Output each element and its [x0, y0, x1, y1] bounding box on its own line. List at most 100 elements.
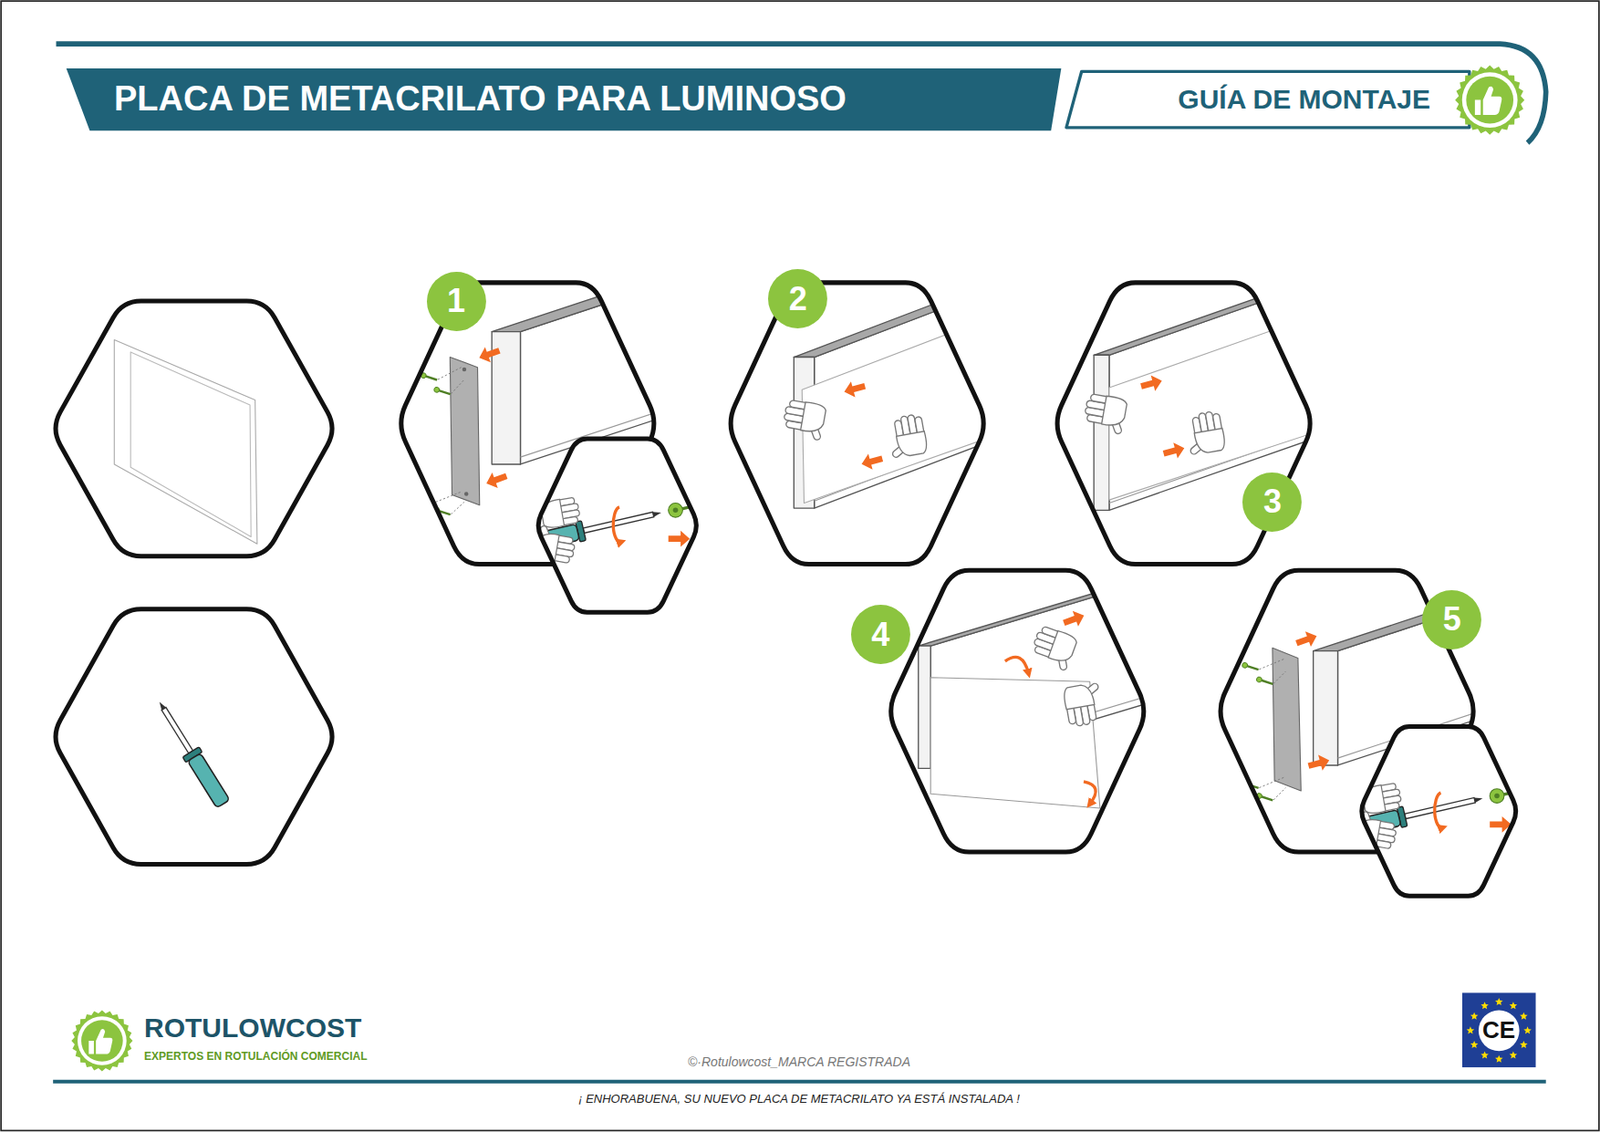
move-arrow: [668, 530, 690, 548]
step-number-text: 1: [446, 284, 466, 318]
step-circle: [426, 271, 487, 332]
step-number: 4: [851, 604, 911, 665]
eu-star: [1495, 997, 1504, 1006]
hexagon-frame: [730, 282, 984, 565]
brand-badge: [1475, 86, 1502, 115]
end-cap-plate: [1272, 647, 1301, 791]
move-arrow: [1139, 373, 1164, 395]
screwdriver: [151, 696, 232, 810]
acrylic-plate: [801, 306, 1020, 504]
brand-tagline: EXPERTOS EN ROTULACIÓN COMERCIAL: [144, 1050, 455, 1064]
step-number: 3: [1242, 472, 1302, 532]
step-number-text: 5: [1443, 602, 1462, 636]
hexagon-frame: [55, 609, 333, 865]
brand-badge: [77, 1016, 127, 1066]
acrylic-plate: [114, 340, 258, 545]
eu-star: [1509, 1050, 1518, 1059]
glove-hand: [1101, 395, 1129, 428]
brand-badge: [1465, 76, 1514, 125]
step-scene: [1057, 269, 1354, 564]
step-scene: [1355, 726, 1516, 896]
screwdriver: [161, 707, 193, 754]
ce-text: CE: [1471, 1018, 1527, 1042]
brand-badge: [1462, 72, 1518, 128]
step-circle: [1242, 472, 1302, 532]
screw: [1489, 789, 1505, 804]
glove-hand: [896, 431, 929, 458]
glove-hand: [1048, 630, 1079, 665]
title-band: [66, 68, 1062, 131]
guide-line: [1258, 659, 1284, 670]
sign-box-side: [1109, 269, 1354, 510]
footer-rule: [52, 1080, 1547, 1084]
screwdriver: [156, 700, 166, 711]
screw: [417, 494, 425, 501]
hexagon-frame: [1057, 282, 1310, 565]
header-band: [56, 43, 1547, 144]
guide-line: [1258, 777, 1284, 788]
brand-badge: [88, 1028, 113, 1055]
subtitle-panel: [1066, 71, 1470, 128]
step-illustration: [918, 569, 1186, 809]
page-title: PLACA DE METACRILATO PARA LUMINOSO: [114, 81, 1036, 116]
sign-box-top: [918, 569, 1186, 646]
step-circle: [1422, 590, 1482, 650]
step-scene: [55, 609, 333, 865]
move-arrow: [483, 468, 510, 492]
move-arrow: [476, 342, 502, 366]
turn-arrow: [612, 507, 622, 542]
glove-hand: [885, 413, 929, 459]
screw: [420, 372, 438, 383]
turn-arrow: [1005, 656, 1029, 674]
move-arrow: [1306, 752, 1331, 774]
brand-badge: [1454, 65, 1525, 136]
acrylic-plate: [130, 352, 251, 537]
step-scene: [55, 301, 333, 557]
screw: [1256, 675, 1274, 686]
closing-caption: ¡ ENHORABUENA, SU NUEVO PLACA DE METACRI…: [388, 1092, 1210, 1107]
end-cap-plate: [449, 357, 479, 506]
header-band: [56, 43, 1547, 144]
glove-hand: [800, 402, 828, 435]
screwdriver: [1474, 796, 1484, 803]
screw: [433, 386, 440, 394]
eu-star: [1519, 1040, 1528, 1049]
glove-hand: [1183, 410, 1226, 457]
move-arrow: [841, 378, 867, 400]
hexagon-ground: [538, 438, 697, 613]
screwdriver: [582, 511, 655, 533]
glove-hand: [1062, 683, 1095, 710]
step-illustration: [1081, 269, 1354, 510]
step-scene: [891, 569, 1186, 852]
eu-star: [1480, 1050, 1489, 1059]
screwdriver: [1404, 798, 1476, 820]
hexagon-ground: [55, 301, 333, 557]
glove-hand: [1028, 623, 1079, 673]
turn-arrow: [1083, 781, 1096, 805]
acrylic-plate: [930, 677, 1101, 809]
eu-star: [1466, 1026, 1476, 1034]
screw-hole: [462, 367, 467, 372]
sign-box-side: [519, 257, 745, 465]
screw: [673, 508, 679, 514]
step-circle: [768, 269, 828, 329]
brand-badge: [71, 1009, 133, 1071]
screw: [1241, 662, 1248, 669]
step-number: 1: [426, 271, 487, 332]
brand-badge: [81, 1019, 124, 1062]
guide-line: [1273, 671, 1286, 684]
sign-box-end: [918, 645, 931, 769]
guide-line: [1273, 788, 1286, 800]
step-number-text: 2: [789, 282, 808, 316]
eu-star: [1480, 1001, 1489, 1009]
turn-arrow: [1434, 792, 1444, 828]
hexagon-frame: [55, 301, 333, 557]
screw-hole: [464, 491, 468, 496]
screw: [1256, 675, 1263, 683]
step-illustration: [151, 696, 232, 810]
sign-box-end: [1313, 651, 1339, 766]
